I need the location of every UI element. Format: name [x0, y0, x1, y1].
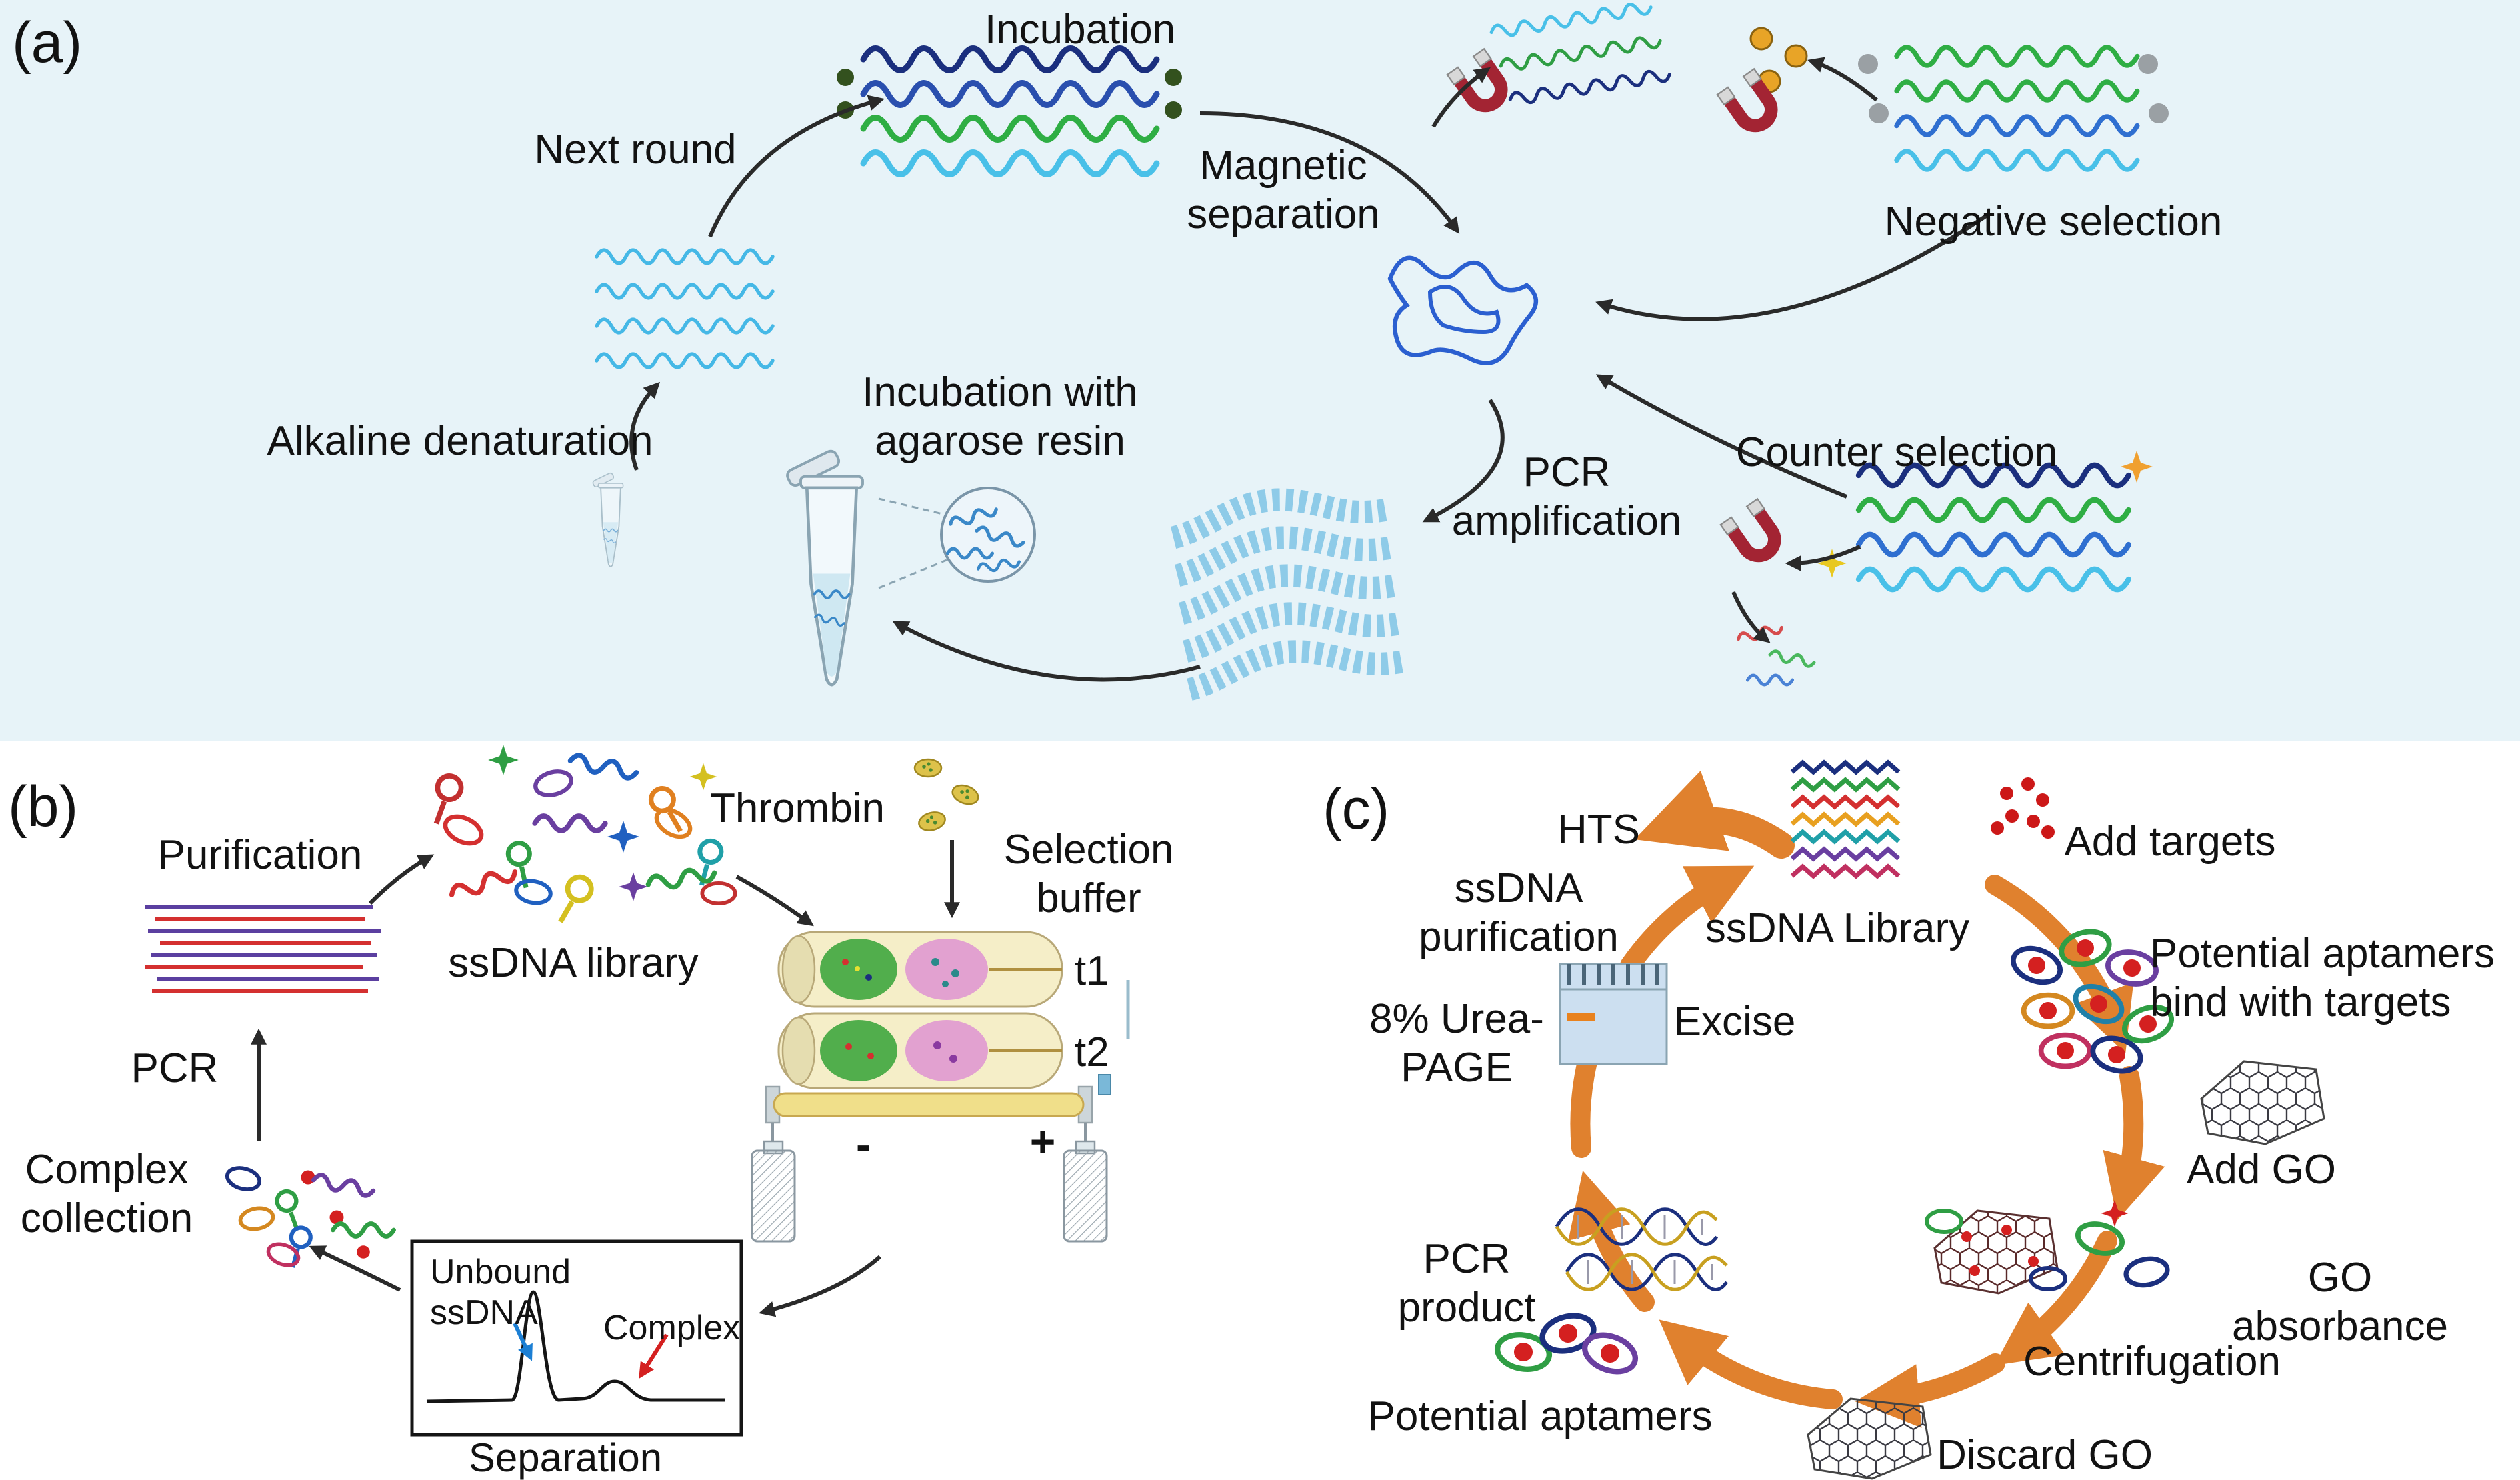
column-t1-icon	[777, 931, 1063, 1008]
label-centrifugation: Centrifugation	[2023, 1339, 2281, 1385]
bound-pool-squiggle-icon	[1390, 258, 1536, 363]
label-selection-buffer: Selection buffer	[1003, 827, 1174, 922]
ssdna-library-cluster-icon	[425, 745, 735, 927]
label-t2: t2	[1075, 1029, 1109, 1075]
column-t2-icon	[777, 1012, 1063, 1089]
label-ssdna-library-c: ssDNA Library	[1705, 905, 1970, 951]
discarded-binders-icon	[1737, 623, 1815, 685]
pcr-amplicon-ladder-icon	[1158, 487, 1423, 712]
label-potential-aptamers-bind: Potential aptamers bind with targets	[2150, 931, 2495, 1026]
go-sheet-icon	[2200, 1060, 2325, 1145]
label-pcr: PCR	[131, 1045, 219, 1091]
panel-b-flow-arrows	[251, 840, 960, 1317]
label-t1: t1	[1075, 948, 1109, 994]
agarose-tube-icon	[785, 449, 863, 685]
gel-band	[1567, 1013, 1595, 1021]
label-pcr-amplification: PCR amplification	[1451, 449, 1682, 545]
target-dots-icon	[1991, 777, 2055, 839]
magnet-icon-3	[1721, 499, 1786, 565]
label-add-targets: Add targets	[2064, 819, 2276, 865]
label-ssdna-purification: ssDNA purification	[1419, 865, 1619, 961]
label-add-go: Add GO	[2187, 1147, 2336, 1193]
incubation-library-icon	[863, 49, 1157, 175]
label-minus-electrode: -	[856, 1119, 871, 1169]
label-separation: Separation	[468, 1435, 663, 1480]
complex-collection-cluster-icon	[225, 1165, 393, 1270]
counter-selection-library-icon	[1859, 465, 2129, 589]
label-purification: Purification	[157, 832, 363, 878]
label-pcr-product: PCR product	[1397, 1236, 1536, 1331]
label-incubation: Incubation	[984, 7, 1176, 53]
panel-a-tag: (a)	[12, 11, 83, 75]
panel-a-flow-arrows	[629, 57, 1991, 682]
label-magnetic-separation: Magnetic separation	[1187, 143, 1380, 238]
go-absorbed-icon	[1927, 1211, 2065, 1295]
complex-pointer-arrow	[639, 1333, 669, 1379]
ssdna-library-stack-icon	[1792, 763, 1899, 876]
label-urea-page: 8% Urea- PAGE	[1369, 996, 1544, 1091]
label-excise: Excise	[1673, 999, 1796, 1045]
label-alkaline-denaturation: Alkaline denaturation	[267, 418, 653, 464]
thrombin-cells-icon	[913, 758, 982, 834]
label-unbound-ssdna: Unbound ssDNA	[430, 1253, 571, 1333]
label-thrombin: Thrombin	[710, 785, 885, 831]
label-complex: Complex	[603, 1309, 741, 1347]
label-incubation-agarose: Incubation with agarose resin	[862, 369, 1138, 465]
negative-selection-library-icon	[1897, 47, 2137, 169]
label-plus-electrode: +	[1029, 1117, 1056, 1166]
pcr-product-helix-icon	[1557, 1209, 1727, 1290]
label-counter-selection: Counter selection	[1735, 429, 2058, 475]
denatured-tube-icon	[592, 472, 623, 566]
hts-arrow	[1634, 770, 1795, 859]
purified-strands-icon	[145, 905, 381, 993]
go-discard-icon	[1807, 1397, 1932, 1480]
label-go-absorbance: GO absorbance	[2231, 1255, 2449, 1350]
eluted-strands-icon	[1491, 0, 1671, 107]
unbound-pointer-arrow	[513, 1322, 533, 1361]
label-complex-collection: Complex collection	[20, 1147, 193, 1242]
label-potential-aptamers: Potential aptamers	[1367, 1393, 1713, 1439]
magnet-icon-1	[1447, 49, 1513, 115]
agarose-magnifier-icon	[878, 487, 1036, 589]
label-ssdna-library-b: ssDNA library	[448, 940, 699, 986]
panel-c-tag: (c)	[1323, 777, 1390, 841]
electrophoresis-icon	[751, 1074, 1111, 1243]
label-discard-go: Discard GO	[1937, 1432, 2153, 1478]
separation-chart	[410, 1239, 743, 1437]
gray-bead-icons	[1858, 54, 2169, 123]
panel-b-tag: (b)	[8, 775, 79, 839]
urea-page-gel-icon	[1559, 963, 1668, 1065]
alkaline-strands-icon	[597, 250, 773, 367]
dark-green-bead-icons	[837, 69, 1182, 119]
label-negative-selection: Negative selection	[1884, 199, 2223, 245]
label-next-round: Next round	[534, 127, 737, 173]
label-hts: HTS	[1557, 807, 1640, 853]
